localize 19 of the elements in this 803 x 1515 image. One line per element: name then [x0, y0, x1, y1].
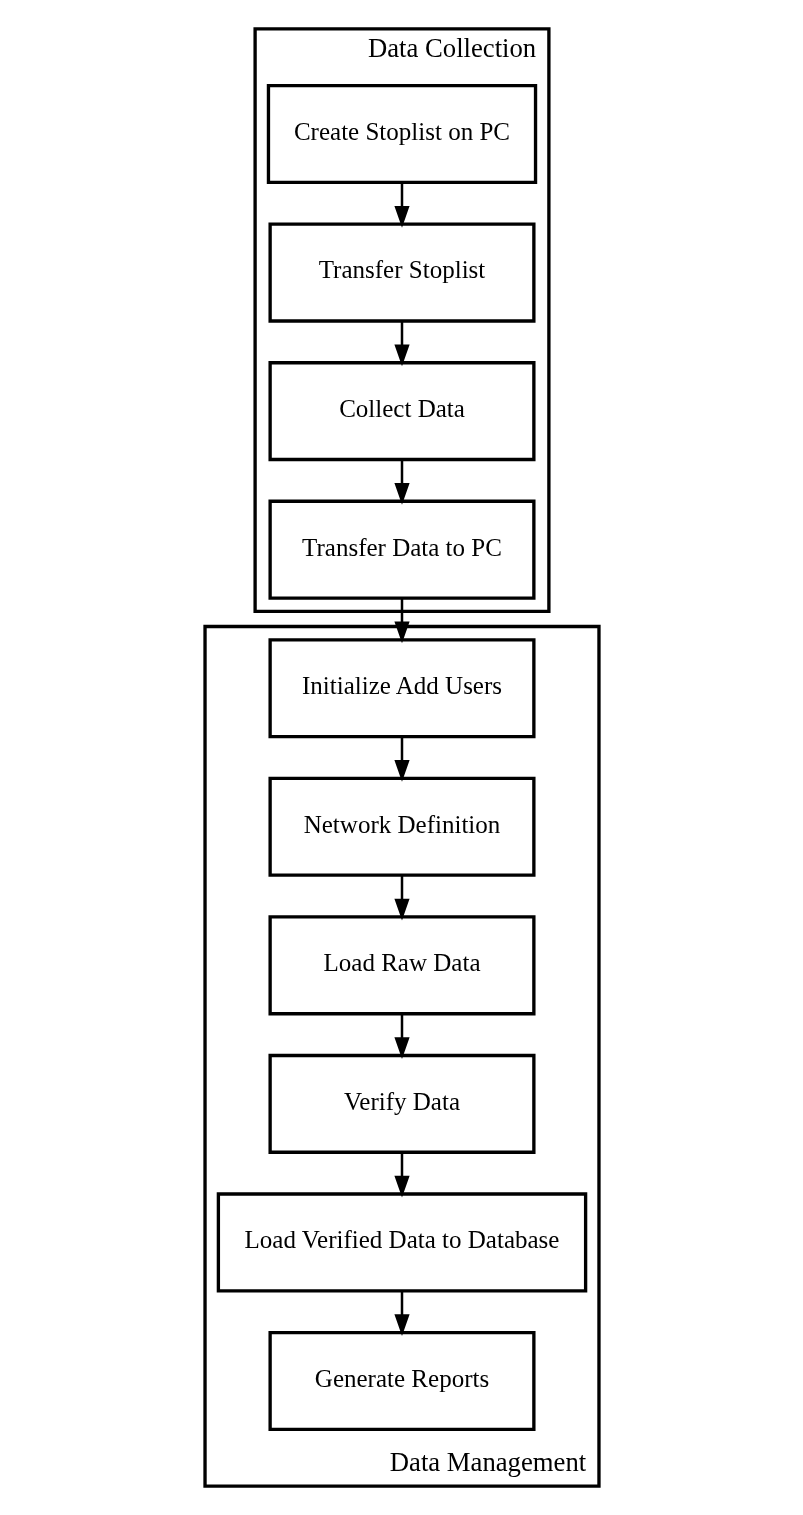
arrow — [393, 1291, 410, 1337]
node-box: Initialize Add Users — [267, 638, 536, 739]
arrow — [393, 1014, 410, 1059]
node-box: Transfer Stoplist — [267, 222, 536, 323]
arrow — [393, 460, 410, 505]
arrow — [393, 598, 410, 644]
node-box: Verify Data — [267, 1053, 536, 1154]
node-box: Generate Reports — [267, 1330, 536, 1432]
arrow — [393, 1152, 410, 1198]
arrow — [393, 321, 410, 367]
node-box: Load Raw Data — [267, 915, 536, 1016]
arrow — [393, 737, 410, 782]
node-box: Create Stoplist on PC — [266, 83, 537, 185]
node-box: Load Verified Data to Database — [216, 1192, 587, 1293]
arrow — [393, 183, 410, 228]
node-box: Collect Data — [267, 361, 536, 462]
node-box: Network Definition — [267, 776, 536, 877]
node-box: Transfer Data to PC — [267, 499, 536, 600]
arrow — [393, 875, 410, 921]
